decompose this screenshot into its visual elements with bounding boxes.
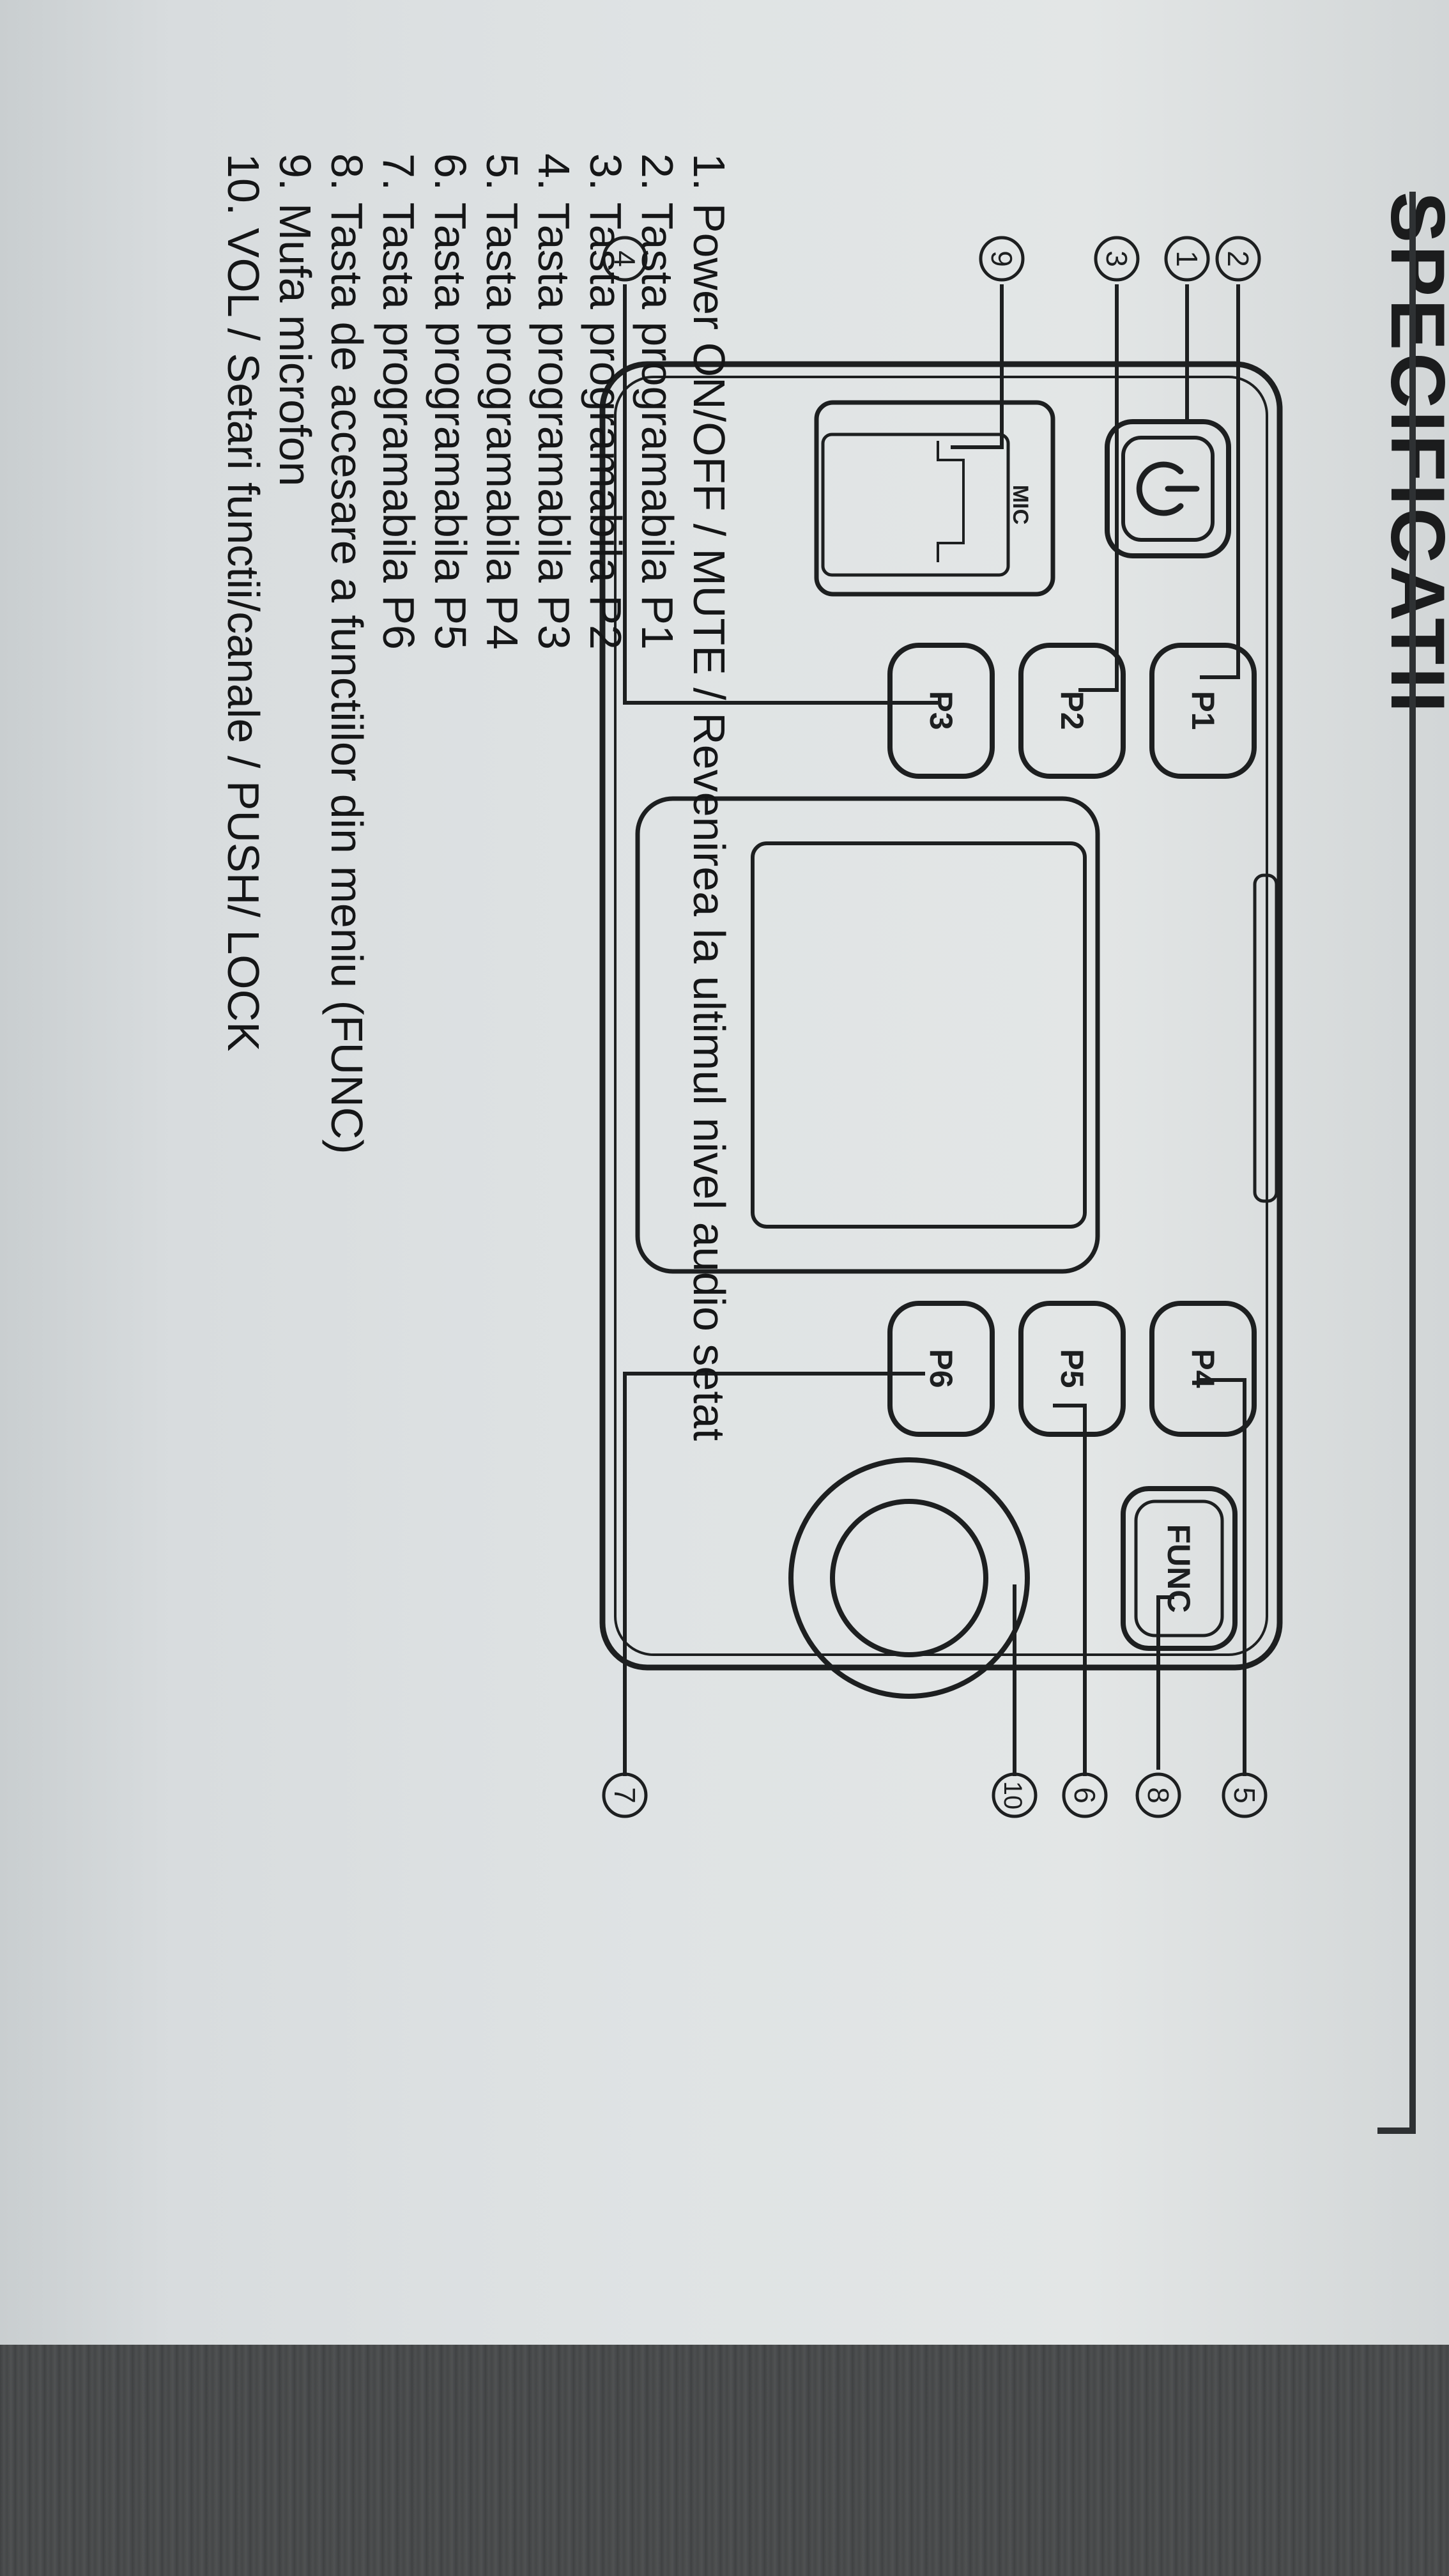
legend-item: 8. Tasta de accesare a functiilor din me… — [322, 153, 372, 1154]
panel-outline — [599, 361, 1283, 1671]
p6-button-frame — [887, 1301, 995, 1437]
callout-8: 8 — [1142, 1787, 1175, 1804]
legend-item: 10. VOL / Setari functii/canale / PUSH/ … — [218, 153, 268, 1052]
p4-button-frame — [1149, 1301, 1257, 1437]
table-surface — [0, 2345, 1449, 2576]
p2-label: P2 — [1054, 691, 1090, 730]
p4-label: P4 — [1185, 1349, 1221, 1388]
legend-item: 7. Tasta programabila P6 — [374, 153, 424, 650]
legend-item: 6. Tasta programabila P5 — [425, 153, 475, 650]
legend-item: 4. Tasta programabila P3 — [529, 153, 579, 650]
callout-4: 4 — [608, 250, 641, 267]
volume-knob — [830, 1499, 988, 1657]
p1-label: P1 — [1185, 691, 1221, 730]
callout-7: 7 — [608, 1787, 641, 1804]
leader-7 — [623, 1372, 925, 1776]
callout-9: 9 — [985, 250, 1018, 267]
power-icon — [1136, 461, 1200, 516]
power-button — [1121, 436, 1215, 542]
panel-inner-outline — [614, 376, 1268, 1656]
func-label: FUNC — [1161, 1524, 1197, 1613]
legend-item: 5. Tasta programabila P4 — [477, 153, 527, 650]
leader-9 — [951, 284, 1004, 449]
leader-2 — [1200, 284, 1240, 679]
legend-list: 1. Power ON/OFF / MUTE / Revenirea la ul… — [217, 153, 735, 1441]
func-button-frame — [1121, 1486, 1238, 1651]
volume-knob-ring — [788, 1457, 1030, 1699]
callout-10: 10 — [999, 1781, 1027, 1810]
display-bezel — [635, 796, 1100, 1274]
legend-item: 3. Tasta programabila P2 — [581, 153, 631, 650]
mic-jack-frame — [814, 400, 1055, 597]
p5-label: P5 — [1054, 1349, 1090, 1388]
p3-button-frame — [887, 643, 995, 779]
callout-6: 6 — [1068, 1787, 1101, 1804]
p6-label: P6 — [923, 1349, 959, 1388]
leader-5 — [1200, 1378, 1246, 1776]
legend-item: 9. Mufa microfon — [270, 153, 320, 487]
legend-item: 1. Power ON/OFF / MUTE / Revenirea la ul… — [684, 153, 734, 1441]
power-button-frame — [1105, 419, 1231, 558]
callout-3: 3 — [1100, 250, 1133, 267]
func-button — [1134, 1499, 1224, 1637]
mic-label: MIC — [1008, 485, 1032, 525]
callout-2: 2 — [1222, 250, 1255, 267]
p3-label: P3 — [923, 691, 959, 730]
side-strip — [1253, 873, 1278, 1203]
paper-sheet — [0, 0, 1449, 2345]
mic-jack-socket — [821, 433, 1010, 577]
leader-3 — [1078, 284, 1119, 692]
legend-item: 2. Tasta programabila P1 — [632, 153, 682, 650]
callout-1: 1 — [1170, 250, 1204, 267]
mic-jack-contacts — [937, 441, 965, 562]
p5-button-frame — [1018, 1301, 1126, 1437]
callout-5: 5 — [1228, 1787, 1261, 1804]
p1-button-frame — [1149, 643, 1257, 779]
display-screen — [751, 841, 1087, 1229]
p2-button-frame — [1018, 643, 1126, 779]
leader-8 — [1156, 1595, 1174, 1770]
leader-6 — [1053, 1404, 1087, 1776]
leader-4 — [623, 284, 938, 705]
